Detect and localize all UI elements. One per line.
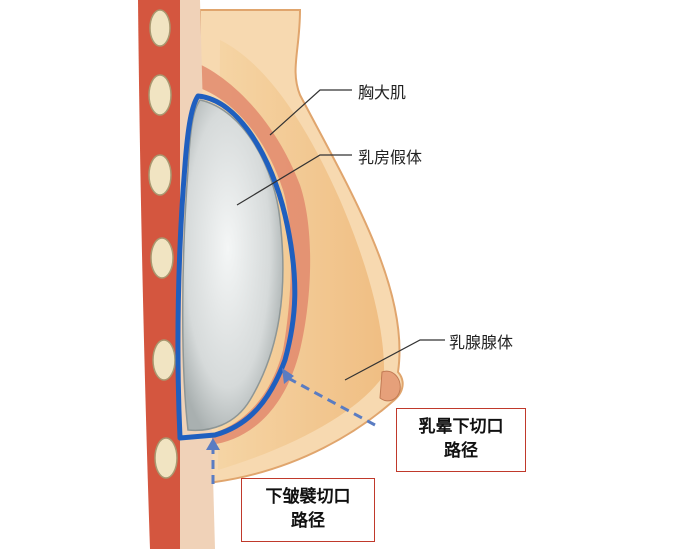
fold-box-line1: 下皱襞切口: [265, 487, 351, 507]
pectoralis-muscle: [190, 60, 311, 445]
areola-arrow: [282, 368, 294, 384]
areola-box-line1: 乳晕下切口: [418, 417, 504, 437]
label-pectoralis: 胸大肌: [358, 83, 407, 102]
label-implant: 乳房假体: [358, 148, 423, 167]
areola-box-line2: 路径: [444, 441, 478, 461]
label-gland: 乳腺腺体: [449, 333, 514, 352]
ribs: [148, 9, 178, 479]
areola-incision-path: [287, 376, 376, 427]
fold-box-line2: 路径: [291, 511, 325, 531]
fold-arrow: [206, 438, 220, 450]
nipple: [379, 370, 401, 402]
implant-shape: [181, 99, 284, 432]
implant-outline: [175, 93, 298, 441]
fold-incision-box: 下皱襞切口 路径: [241, 478, 375, 542]
areola-incision-box: 乳晕下切口 路径: [396, 408, 526, 472]
leader-lines: [236, 89, 445, 381]
